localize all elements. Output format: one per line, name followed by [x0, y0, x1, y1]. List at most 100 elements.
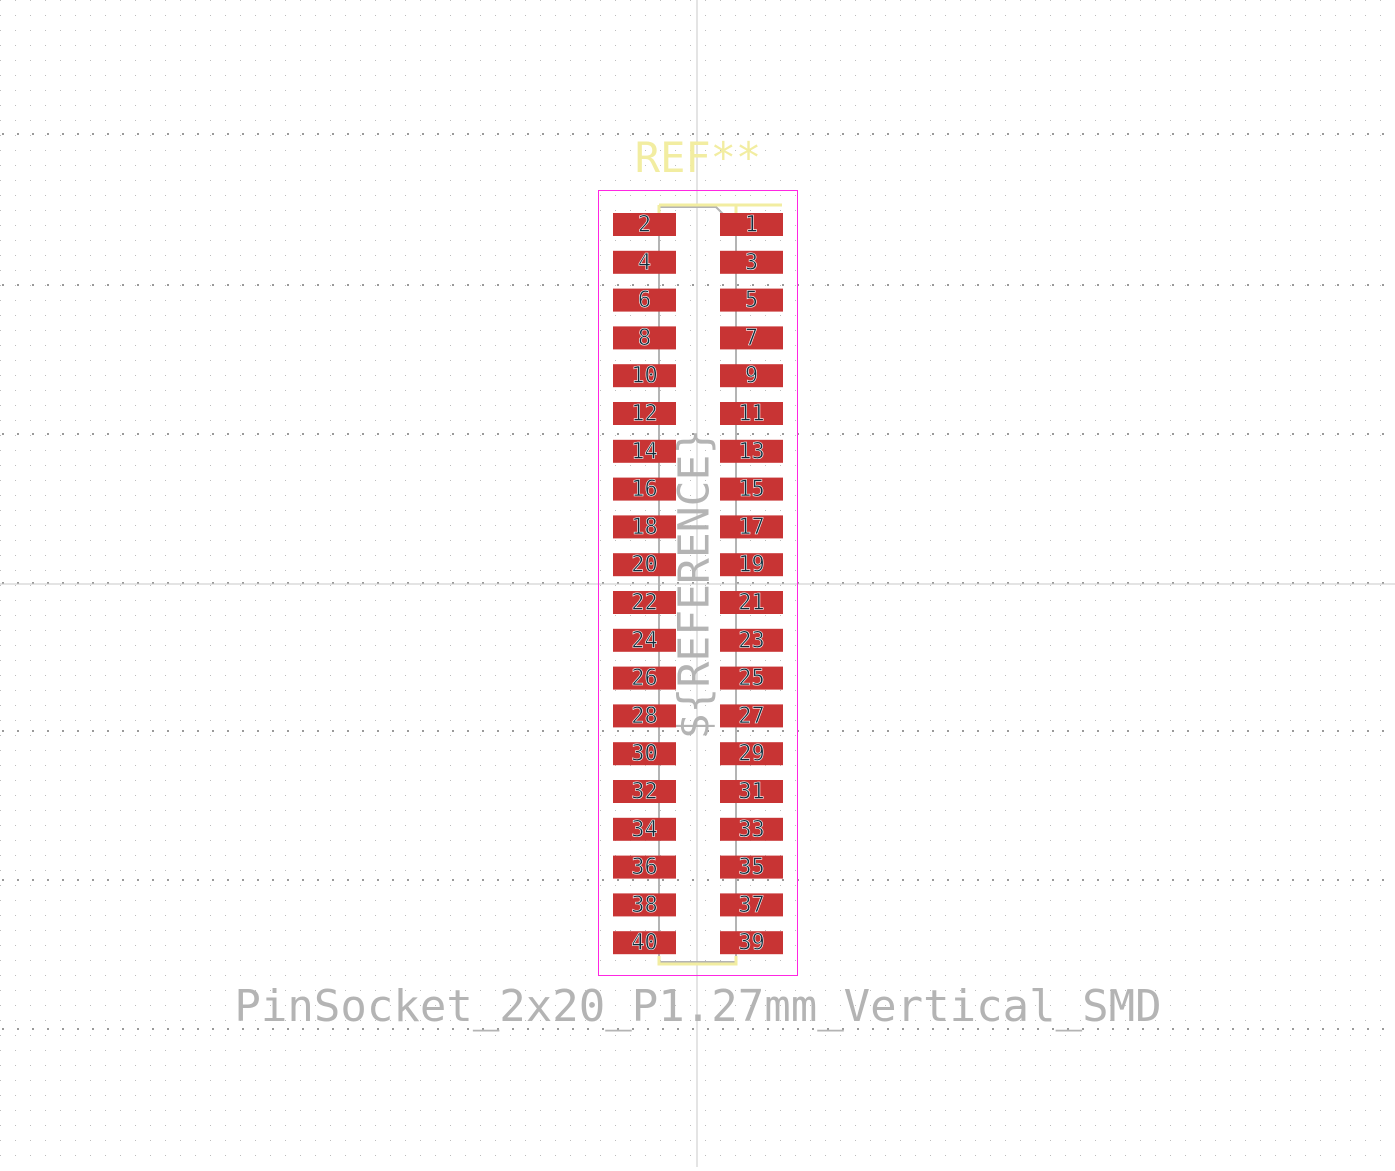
grid-dot [632, 133, 634, 135]
pad-16[interactable]: 16 [613, 477, 676, 502]
pad-17[interactable]: 17 [720, 515, 783, 540]
grid-dot [482, 879, 484, 881]
pad-27[interactable]: 27 [720, 704, 783, 729]
grid-dot [572, 730, 574, 732]
grid-dot [1112, 1028, 1114, 1030]
pad-35[interactable]: 35 [720, 855, 783, 880]
grid-dot [857, 284, 859, 286]
pad-23[interactable]: 23 [720, 628, 783, 654]
grid-dot [1367, 879, 1369, 881]
pad-28[interactable]: 28 [613, 704, 676, 729]
pad-5[interactable]: 5 [720, 288, 783, 313]
pad-30[interactable]: 30 [613, 741, 676, 767]
pad-40[interactable]: 40 [613, 930, 676, 956]
pad-number: 21 [738, 591, 765, 616]
grid-dot [332, 133, 334, 135]
pad-36[interactable]: 36 [613, 855, 676, 880]
grid-dot [452, 133, 454, 135]
pad-2[interactable]: 2 [613, 212, 676, 238]
pad-33[interactable]: 33 [720, 817, 783, 843]
grid-dot [557, 582, 559, 584]
pad-38[interactable]: 38 [613, 893, 676, 918]
grid-dot [767, 730, 769, 732]
pad-shape [613, 326, 676, 350]
pad-4[interactable]: 4 [613, 250, 676, 276]
pad-14[interactable]: 14 [613, 439, 676, 465]
grid-dot [557, 133, 559, 135]
grid-dot [602, 284, 604, 286]
grid-dot [482, 433, 484, 435]
pad-3[interactable]: 3 [720, 250, 783, 276]
pad-13[interactable]: 13 [720, 439, 783, 465]
grid-dot [527, 730, 529, 732]
grid-dot [377, 1028, 379, 1030]
grid-dot [347, 879, 349, 881]
pad-19[interactable]: 19 [720, 552, 783, 578]
pad-18[interactable]: 18 [613, 515, 676, 540]
grid-dot [557, 879, 559, 881]
grid-dot [347, 730, 349, 732]
grid-dot [437, 730, 439, 732]
grid-dot [632, 284, 634, 286]
grid-dot [917, 1028, 919, 1030]
grid-dot [602, 433, 604, 435]
grid-dot [47, 433, 49, 435]
pad-9[interactable]: 9 [720, 363, 783, 389]
grid-dot [302, 730, 304, 732]
pad-34[interactable]: 34 [613, 817, 676, 843]
grid-dot [1352, 433, 1354, 435]
grid-dot [122, 730, 124, 732]
pad-15[interactable]: 15 [720, 477, 783, 502]
pad-26[interactable]: 26 [613, 666, 676, 691]
grid-dot [422, 582, 424, 584]
grid-dot [587, 730, 589, 732]
courtyard-outline [598, 190, 798, 976]
grid-dot [167, 284, 169, 286]
grid-dot [692, 133, 694, 135]
grid-dot [527, 133, 529, 135]
pad-10[interactable]: 10 [613, 363, 676, 389]
grid-dot [1127, 133, 1129, 135]
grid-dot [1052, 879, 1054, 881]
pad-22[interactable]: 22 [613, 590, 676, 616]
pad-number: 19 [738, 553, 765, 578]
grid-dot [1082, 730, 1084, 732]
pad-39[interactable]: 39 [720, 930, 783, 956]
pad-25[interactable]: 25 [720, 666, 783, 691]
pad-7[interactable]: 7 [720, 326, 783, 351]
pad-29[interactable]: 29 [720, 741, 783, 767]
grid-dot [827, 133, 829, 135]
grid-dot [662, 284, 664, 286]
grid-dot [902, 730, 904, 732]
grid-dot [362, 730, 364, 732]
pad-11[interactable]: 11 [720, 401, 783, 427]
grid-dot [1037, 133, 1039, 135]
grid-dot [827, 284, 829, 286]
grid-dot [272, 433, 274, 435]
pad-32[interactable]: 32 [613, 779, 676, 805]
pad-6[interactable]: 6 [613, 288, 676, 313]
grid-dot [1007, 133, 1009, 135]
pad-24[interactable]: 24 [613, 628, 676, 654]
pad-21[interactable]: 21 [720, 590, 783, 616]
pad-shape [613, 288, 676, 312]
grid-dot [707, 730, 709, 732]
grid-dot [167, 879, 169, 881]
grid-dot [317, 730, 319, 732]
pad-12[interactable]: 12 [613, 401, 676, 427]
grid-dot [1007, 284, 1009, 286]
grid-dot [1352, 582, 1354, 584]
pad-37[interactable]: 37 [720, 893, 783, 918]
grid-dot [1367, 284, 1369, 286]
grid-dot [797, 1028, 799, 1030]
grid-dot [812, 582, 814, 584]
pad-1[interactable]: 1 [720, 212, 783, 238]
grid-dot [587, 879, 589, 881]
pad-number: 8 [638, 326, 651, 351]
grid-dot [1262, 730, 1264, 732]
grid-dot [1127, 730, 1129, 732]
pad-31[interactable]: 31 [720, 779, 783, 805]
pad-20[interactable]: 20 [613, 552, 676, 578]
grid-dot [542, 879, 544, 881]
pad-8[interactable]: 8 [613, 326, 676, 351]
